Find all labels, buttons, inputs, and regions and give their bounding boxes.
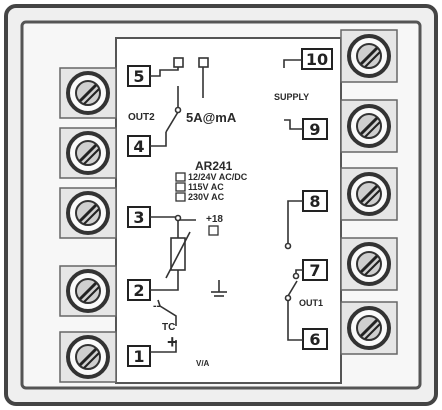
screw-terminal-left-5	[59, 331, 117, 383]
screw-terminal-right-4	[340, 237, 398, 291]
terminal-6: 6	[302, 328, 328, 350]
power-option-2: 115V AC	[188, 182, 224, 192]
terminal-9: 9	[302, 118, 328, 140]
out1-label: OUT1	[299, 298, 323, 308]
out2-label: OUT2	[128, 112, 155, 123]
terminal-3: 3	[127, 206, 151, 228]
out1-relay-contact	[284, 200, 303, 341]
screw-terminal-right-5	[340, 301, 398, 355]
ground-icon	[211, 280, 227, 297]
tc-input-wiring	[150, 299, 177, 353]
terminal-4-number: 4	[133, 137, 144, 156]
power-option-3: 230V AC	[188, 192, 225, 202]
tc-plus-label: +	[167, 332, 178, 352]
tc-label: TC	[162, 322, 175, 333]
terminal-5-number: 5	[133, 67, 144, 86]
screw-terminal-right-3	[340, 167, 398, 221]
terminal-10-number: 10	[306, 50, 328, 69]
terminal-1-number: 1	[133, 347, 144, 366]
screw-terminal-left-3	[59, 187, 117, 239]
supply-label: SUPPLY	[274, 92, 309, 102]
screw-terminal-right-1	[340, 29, 398, 83]
supply-wiring	[283, 59, 303, 130]
terminal-1: 1	[127, 345, 151, 367]
terminal-5: 5	[127, 65, 151, 87]
tc-minus-label: --	[153, 300, 161, 312]
excitation-label: +18	[206, 214, 223, 225]
terminal-9-number: 9	[309, 120, 320, 139]
model-label: AR241	[195, 159, 233, 173]
terminal-8: 8	[302, 190, 328, 212]
terminal-3-number: 3	[133, 208, 144, 227]
terminal-8-number: 8	[309, 192, 320, 211]
screw-terminal-left-1	[59, 67, 117, 119]
screw-terminal-left-4	[59, 265, 117, 317]
screw-terminal-right-2	[340, 99, 398, 153]
terminal-2-number: 2	[133, 281, 144, 300]
relay-rating-label: 5A@mA	[186, 110, 237, 125]
terminal-7: 7	[302, 259, 328, 281]
screw-terminal-left-2	[59, 127, 117, 179]
rtd-sensor-wiring	[150, 214, 196, 291]
terminal-2: 2	[127, 279, 151, 301]
out2-relay-contact	[150, 57, 209, 147]
terminal-7-number: 7	[309, 261, 320, 280]
terminal-4: 4	[127, 135, 151, 157]
power-option-switches	[175, 172, 186, 202]
excitation-terminal-mark	[208, 225, 219, 236]
power-option-1: 12/24V AC/DC	[188, 172, 248, 182]
va-label: V/A	[196, 359, 210, 368]
terminal-10: 10	[301, 48, 333, 70]
terminal-6-number: 6	[309, 330, 320, 349]
